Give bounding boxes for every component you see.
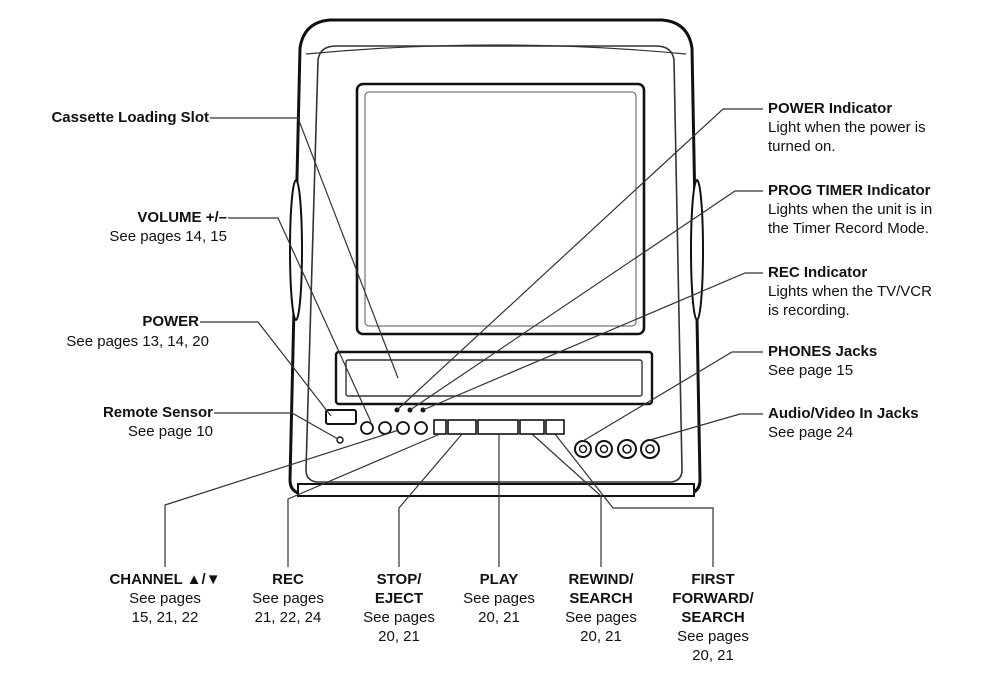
leader-rec xyxy=(287,433,441,567)
cassette-slot xyxy=(334,350,654,406)
label-channel: CHANNEL ▲/▼ See pages 15, 21, 22 xyxy=(109,571,221,626)
leader-remote-sensor xyxy=(214,412,339,440)
label-power-indicator: POWER Indicator Light when the power is … xyxy=(768,100,926,155)
side-handles xyxy=(289,179,704,321)
label-power-sub: See pages 13, 14, 20 xyxy=(66,333,209,350)
leader-cassette-slot xyxy=(210,117,399,379)
label-rec: REC See pages 21, 22, 24 xyxy=(252,571,324,626)
leader-ff xyxy=(554,433,714,567)
leader-rec-indicator xyxy=(422,272,763,411)
leader-lines xyxy=(164,108,763,567)
label-volume: VOLUME +/– See pages 14, 15 xyxy=(109,209,227,245)
label-av-in: Audio/Video In Jacks See page 24 xyxy=(768,405,919,441)
leader-power-indicator xyxy=(396,108,763,411)
label-play: PLAY See pages 20, 21 xyxy=(463,571,535,626)
leader-prog-timer xyxy=(409,190,763,411)
remote-sensor-dot xyxy=(336,436,344,444)
label-prog-timer: PROG TIMER Indicator Lights when the uni… xyxy=(768,182,933,237)
leader-volume xyxy=(228,217,372,423)
leader-av-in xyxy=(649,413,763,441)
label-rewind: REWIND/ SEARCH See pages 20, 21 xyxy=(565,571,637,645)
leader-rewind xyxy=(531,433,602,567)
label-ff: FIRST FORWARD/ SEARCH See pages 20, 21 xyxy=(672,571,754,664)
leader-channel xyxy=(164,429,400,567)
label-stop-eject: STOP/ EJECT See pages 20, 21 xyxy=(363,571,435,645)
label-remote-sensor: Remote Sensor See page 10 xyxy=(102,404,213,440)
power-button xyxy=(325,409,357,425)
label-phones: PHONES Jacks See page 15 xyxy=(768,343,878,379)
leader-stop-eject xyxy=(398,433,463,567)
leader-power xyxy=(200,321,332,417)
label-rec-indicator: REC Indicator Lights when the TV/VCR is … xyxy=(768,264,932,319)
label-power: POWER xyxy=(142,313,199,330)
label-cassette-slot: Cassette Loading Slot xyxy=(51,109,209,126)
leader-phones xyxy=(582,351,763,442)
tv-screen xyxy=(355,82,646,336)
